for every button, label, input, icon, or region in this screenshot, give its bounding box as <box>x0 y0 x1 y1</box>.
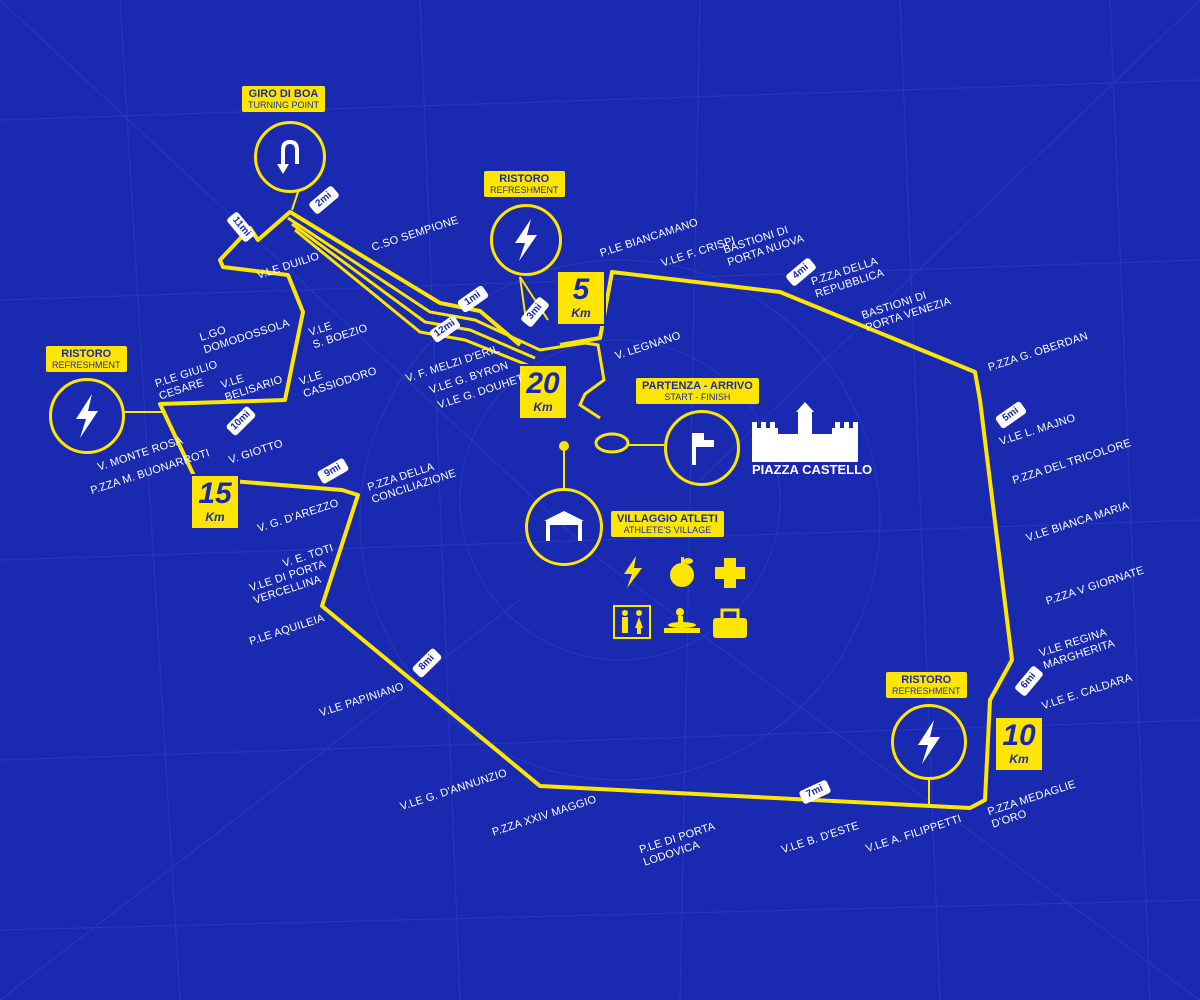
km-unit: Km <box>533 400 553 414</box>
km-number: 20 <box>526 367 560 400</box>
refreshment-marker-3 <box>891 704 967 780</box>
refreshment-title: RISTORO <box>901 674 952 686</box>
turning-point-subtitle: TURNING POINT <box>248 100 319 110</box>
village-marker <box>525 488 603 566</box>
refreshment-marker-1 <box>490 204 562 276</box>
refreshment-title: RISTORO <box>499 173 550 185</box>
bag-icon <box>713 608 747 638</box>
refreshment-subtitle: REFRESHMENT <box>490 185 559 195</box>
massage-icon <box>664 608 700 633</box>
km-number: 5 <box>572 273 590 306</box>
lightning-icon <box>918 720 940 764</box>
start-loop <box>594 432 630 454</box>
lightning-icon <box>515 219 537 261</box>
apple-icon <box>670 557 694 587</box>
village-title: VILLAGGIO ATLETI <box>617 513 718 525</box>
u-turn-icon <box>277 139 299 174</box>
start-finish-title: PARTENZA - ARRIVO <box>642 380 753 392</box>
tent-icon <box>544 511 584 541</box>
turning-point-marker <box>254 121 326 193</box>
refreshment-marker-2 <box>49 378 125 454</box>
refreshment-tag-3: RISTORO REFRESHMENT <box>886 672 967 698</box>
lightning-icon <box>624 556 642 588</box>
turning-point-title: GIRO DI BOA <box>248 88 319 100</box>
start-finish-marker <box>664 410 740 486</box>
km-unit: Km <box>205 510 225 524</box>
km-unit: Km <box>571 306 591 320</box>
km-number: 10 <box>1002 719 1036 752</box>
refreshment-tag-2: RISTORO REFRESHMENT <box>46 346 127 372</box>
km-marker-10: 10 Km <box>994 716 1044 772</box>
village-subtitle: ATHLETE'S VILLAGE <box>623 525 712 535</box>
start-finish-subtitle: START - FINISH <box>664 392 731 402</box>
flag-icon <box>692 433 714 465</box>
medical-cross-icon <box>715 558 745 588</box>
start-finish-tag: PARTENZA - ARRIVO START - FINISH <box>636 378 759 404</box>
km-marker-15: 15 Km <box>190 474 240 530</box>
refreshment-title: RISTORO <box>61 348 112 360</box>
turning-point-tag: GIRO DI BOA TURNING POINT <box>242 86 325 112</box>
km-number: 15 <box>198 477 232 510</box>
refreshment-tag-1: RISTORO REFRESHMENT <box>484 171 565 197</box>
route-path <box>158 210 1014 810</box>
village-tag: VILLAGGIO ATLETI ATHLETE'S VILLAGE <box>611 511 724 537</box>
km-unit: Km <box>1009 752 1029 766</box>
km-marker-20: 20 Km <box>518 364 568 420</box>
lightning-icon <box>76 394 98 438</box>
toilets-icon <box>613 605 651 639</box>
castle-icon <box>752 402 858 462</box>
km-marker-5: 5 Km <box>556 270 606 326</box>
refreshment-subtitle: REFRESHMENT <box>52 360 121 370</box>
refreshment-subtitle: REFRESHMENT <box>892 686 961 696</box>
place-label-piazza-castello: PIAZZA CASTELLO <box>752 462 873 477</box>
